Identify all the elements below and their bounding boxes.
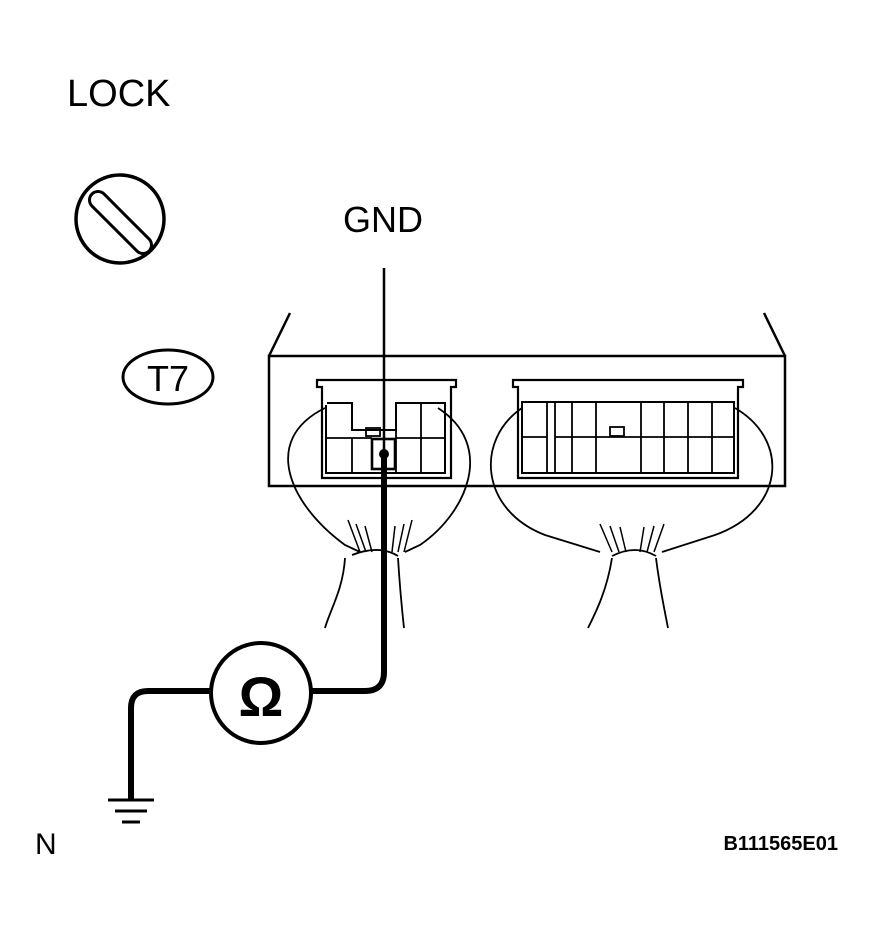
right-wire-harness	[490, 407, 774, 629]
probe-lead	[311, 268, 387, 694]
lock-label: LOCK	[67, 73, 170, 115]
connector-id-label: T7	[147, 358, 189, 399]
ecu-housing	[267, 312, 787, 488]
corner-note: N	[35, 828, 57, 861]
ground-icon	[108, 798, 154, 824]
ohm-symbol: Ω	[239, 665, 284, 728]
gnd-label: GND	[343, 199, 423, 240]
ohmmeter-icon: Ω	[209, 641, 313, 745]
ground-lead	[128, 688, 211, 800]
left-wire-harness	[287, 407, 472, 629]
figure-id: B111565E01	[723, 833, 838, 855]
connector-badge: T7	[121, 348, 215, 406]
right-connector	[511, 378, 745, 480]
ignition-key-icon	[74, 173, 166, 265]
